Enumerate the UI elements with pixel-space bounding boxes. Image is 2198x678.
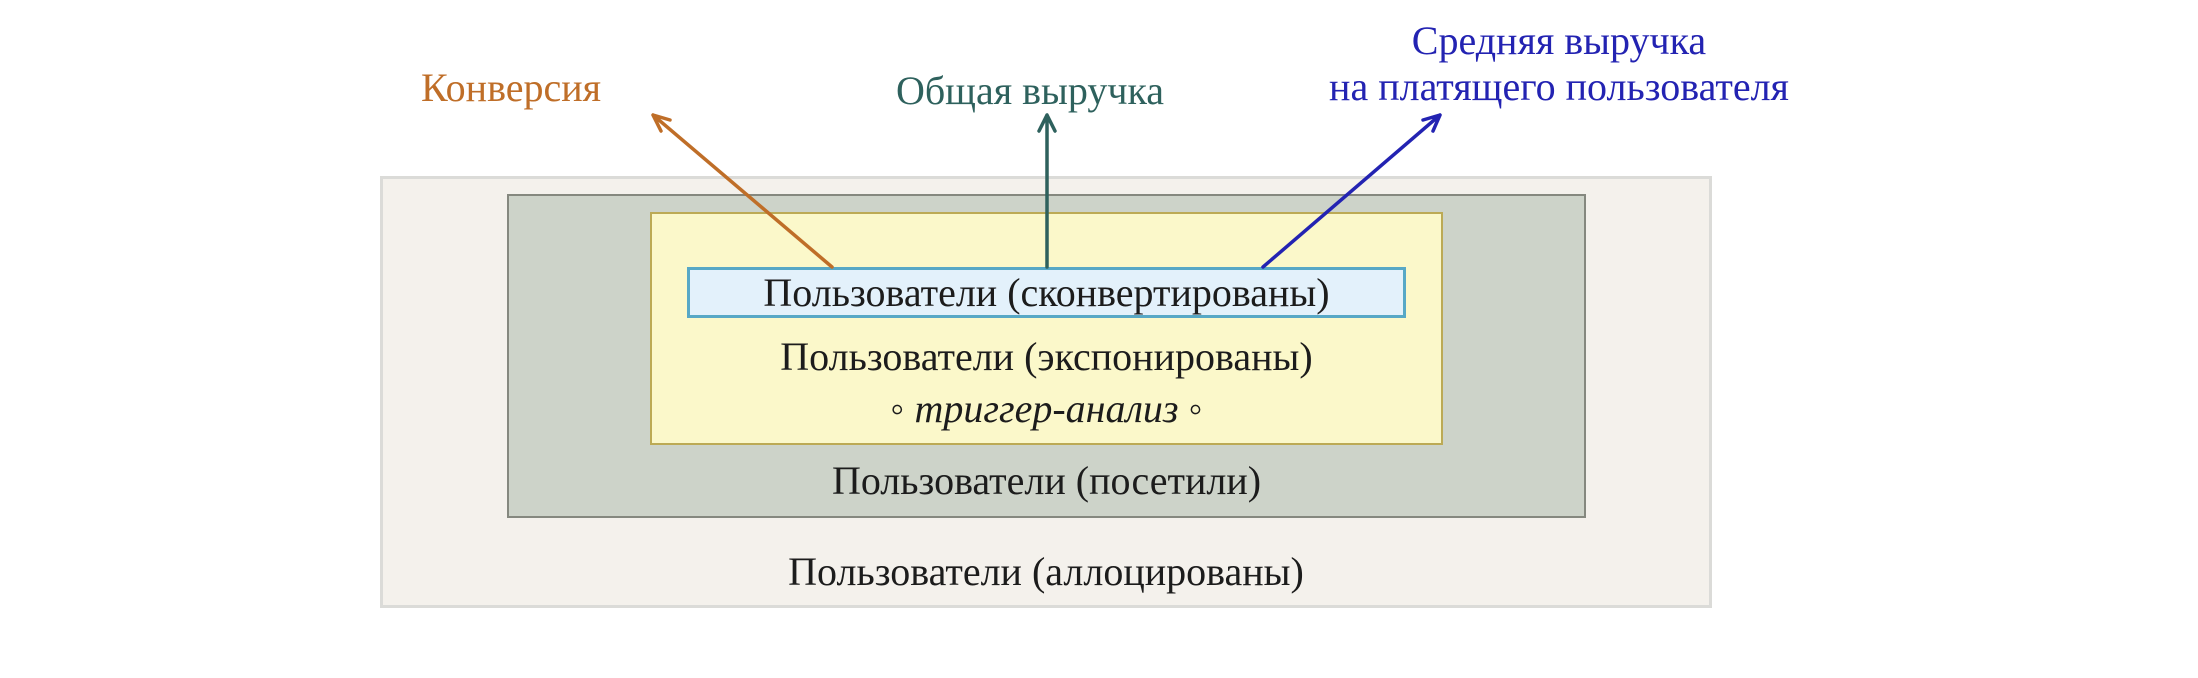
visited-users-label: Пользователи (посетили) bbox=[831, 458, 1262, 503]
converted-users-box: Пользователи (сконвертированы) bbox=[687, 267, 1406, 318]
exposed-users-label: Пользователи (экспонированы) bbox=[780, 334, 1313, 379]
total-revenue-metric-label: Общая выручка bbox=[895, 68, 1165, 113]
allocated-users-box: Пользователи (сконвертированы) Пользоват… bbox=[380, 176, 1712, 608]
visited-users-box: Пользователи (сконвертированы) Пользоват… bbox=[507, 194, 1586, 518]
bullet-circle-icon: ◦ bbox=[1188, 386, 1203, 431]
trigger-analysis-note: ◦ триггер-анализ ◦ bbox=[652, 385, 1441, 433]
allocated-users-label: Пользователи (аллоцированы) bbox=[788, 549, 1304, 594]
arppu-metric-line2: на платящего пользователя bbox=[1329, 64, 1789, 109]
converted-users-label: Пользователи (сконвертированы) bbox=[763, 270, 1330, 315]
arppu-metric-line1: Средняя выручка bbox=[1411, 18, 1707, 63]
exposed-users-box: Пользователи (сконвертированы) Пользоват… bbox=[650, 212, 1443, 445]
conversion-metric-label: Конверсия bbox=[420, 65, 602, 110]
bullet-circle-icon: ◦ bbox=[890, 386, 905, 431]
trigger-analysis-text: триггер-анализ bbox=[914, 386, 1179, 431]
arppu-metric-label: Средняя выручка на платящего пользовател… bbox=[1329, 18, 1789, 110]
